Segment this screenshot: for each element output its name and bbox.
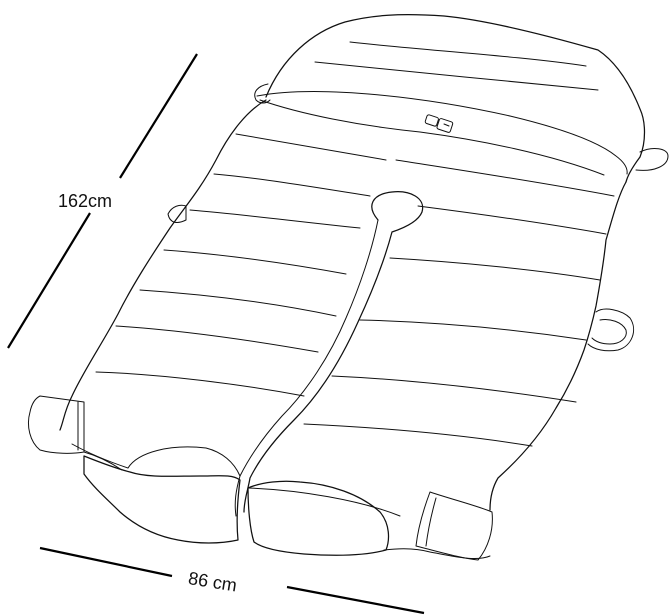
right-hood-loop	[635, 148, 669, 171]
left-side-outline	[59, 99, 267, 431]
right-quilt-1	[395, 159, 615, 197]
right-quilt-2	[417, 205, 607, 235]
bottom-hem	[71, 443, 129, 469]
right-side-outline	[489, 181, 627, 511]
hood-outline	[265, 14, 646, 183]
sleeping-bag	[27, 14, 669, 561]
left-corner-tab	[27, 395, 85, 454]
left-quilt-2	[213, 173, 371, 197]
left-side-flap	[167, 204, 187, 223]
center-opening	[243, 191, 424, 513]
hood-rim-lower	[259, 99, 605, 176]
left-quilt-4	[163, 249, 347, 275]
length-label: 162cm	[58, 191, 112, 211]
left-quilt-3	[189, 209, 361, 229]
left-quilt-6	[115, 325, 319, 353]
width-dimension: 86 cm	[39, 546, 425, 615]
length-dimension-line-top	[119, 53, 198, 179]
right-quilt-6	[303, 423, 533, 447]
left-quilt-1	[235, 133, 387, 161]
buckle-icon	[424, 114, 454, 133]
right-corner-tab	[415, 491, 493, 561]
center-opening-inner	[234, 219, 379, 517]
left-quilt-7	[95, 371, 305, 397]
hood-quilt-2	[314, 61, 599, 91]
width-label: 86 cm	[187, 568, 239, 595]
left-quilt-5	[139, 289, 337, 317]
right-quilt-4	[359, 319, 587, 341]
width-dimension-line-left	[39, 546, 173, 578]
length-dimension-line-bottom	[7, 212, 91, 349]
right-foot-section	[247, 480, 390, 556]
left-foot-section	[83, 455, 241, 544]
right-quilt-3	[389, 257, 601, 281]
hood-quilt-1	[349, 41, 587, 67]
left-hood-loop	[254, 83, 271, 104]
length-dimension: 162cm	[7, 53, 198, 349]
right-side-loop	[587, 308, 634, 352]
width-dimension-line-right	[286, 585, 425, 615]
hood-rim	[256, 91, 628, 175]
right-quilt-5	[331, 375, 577, 403]
